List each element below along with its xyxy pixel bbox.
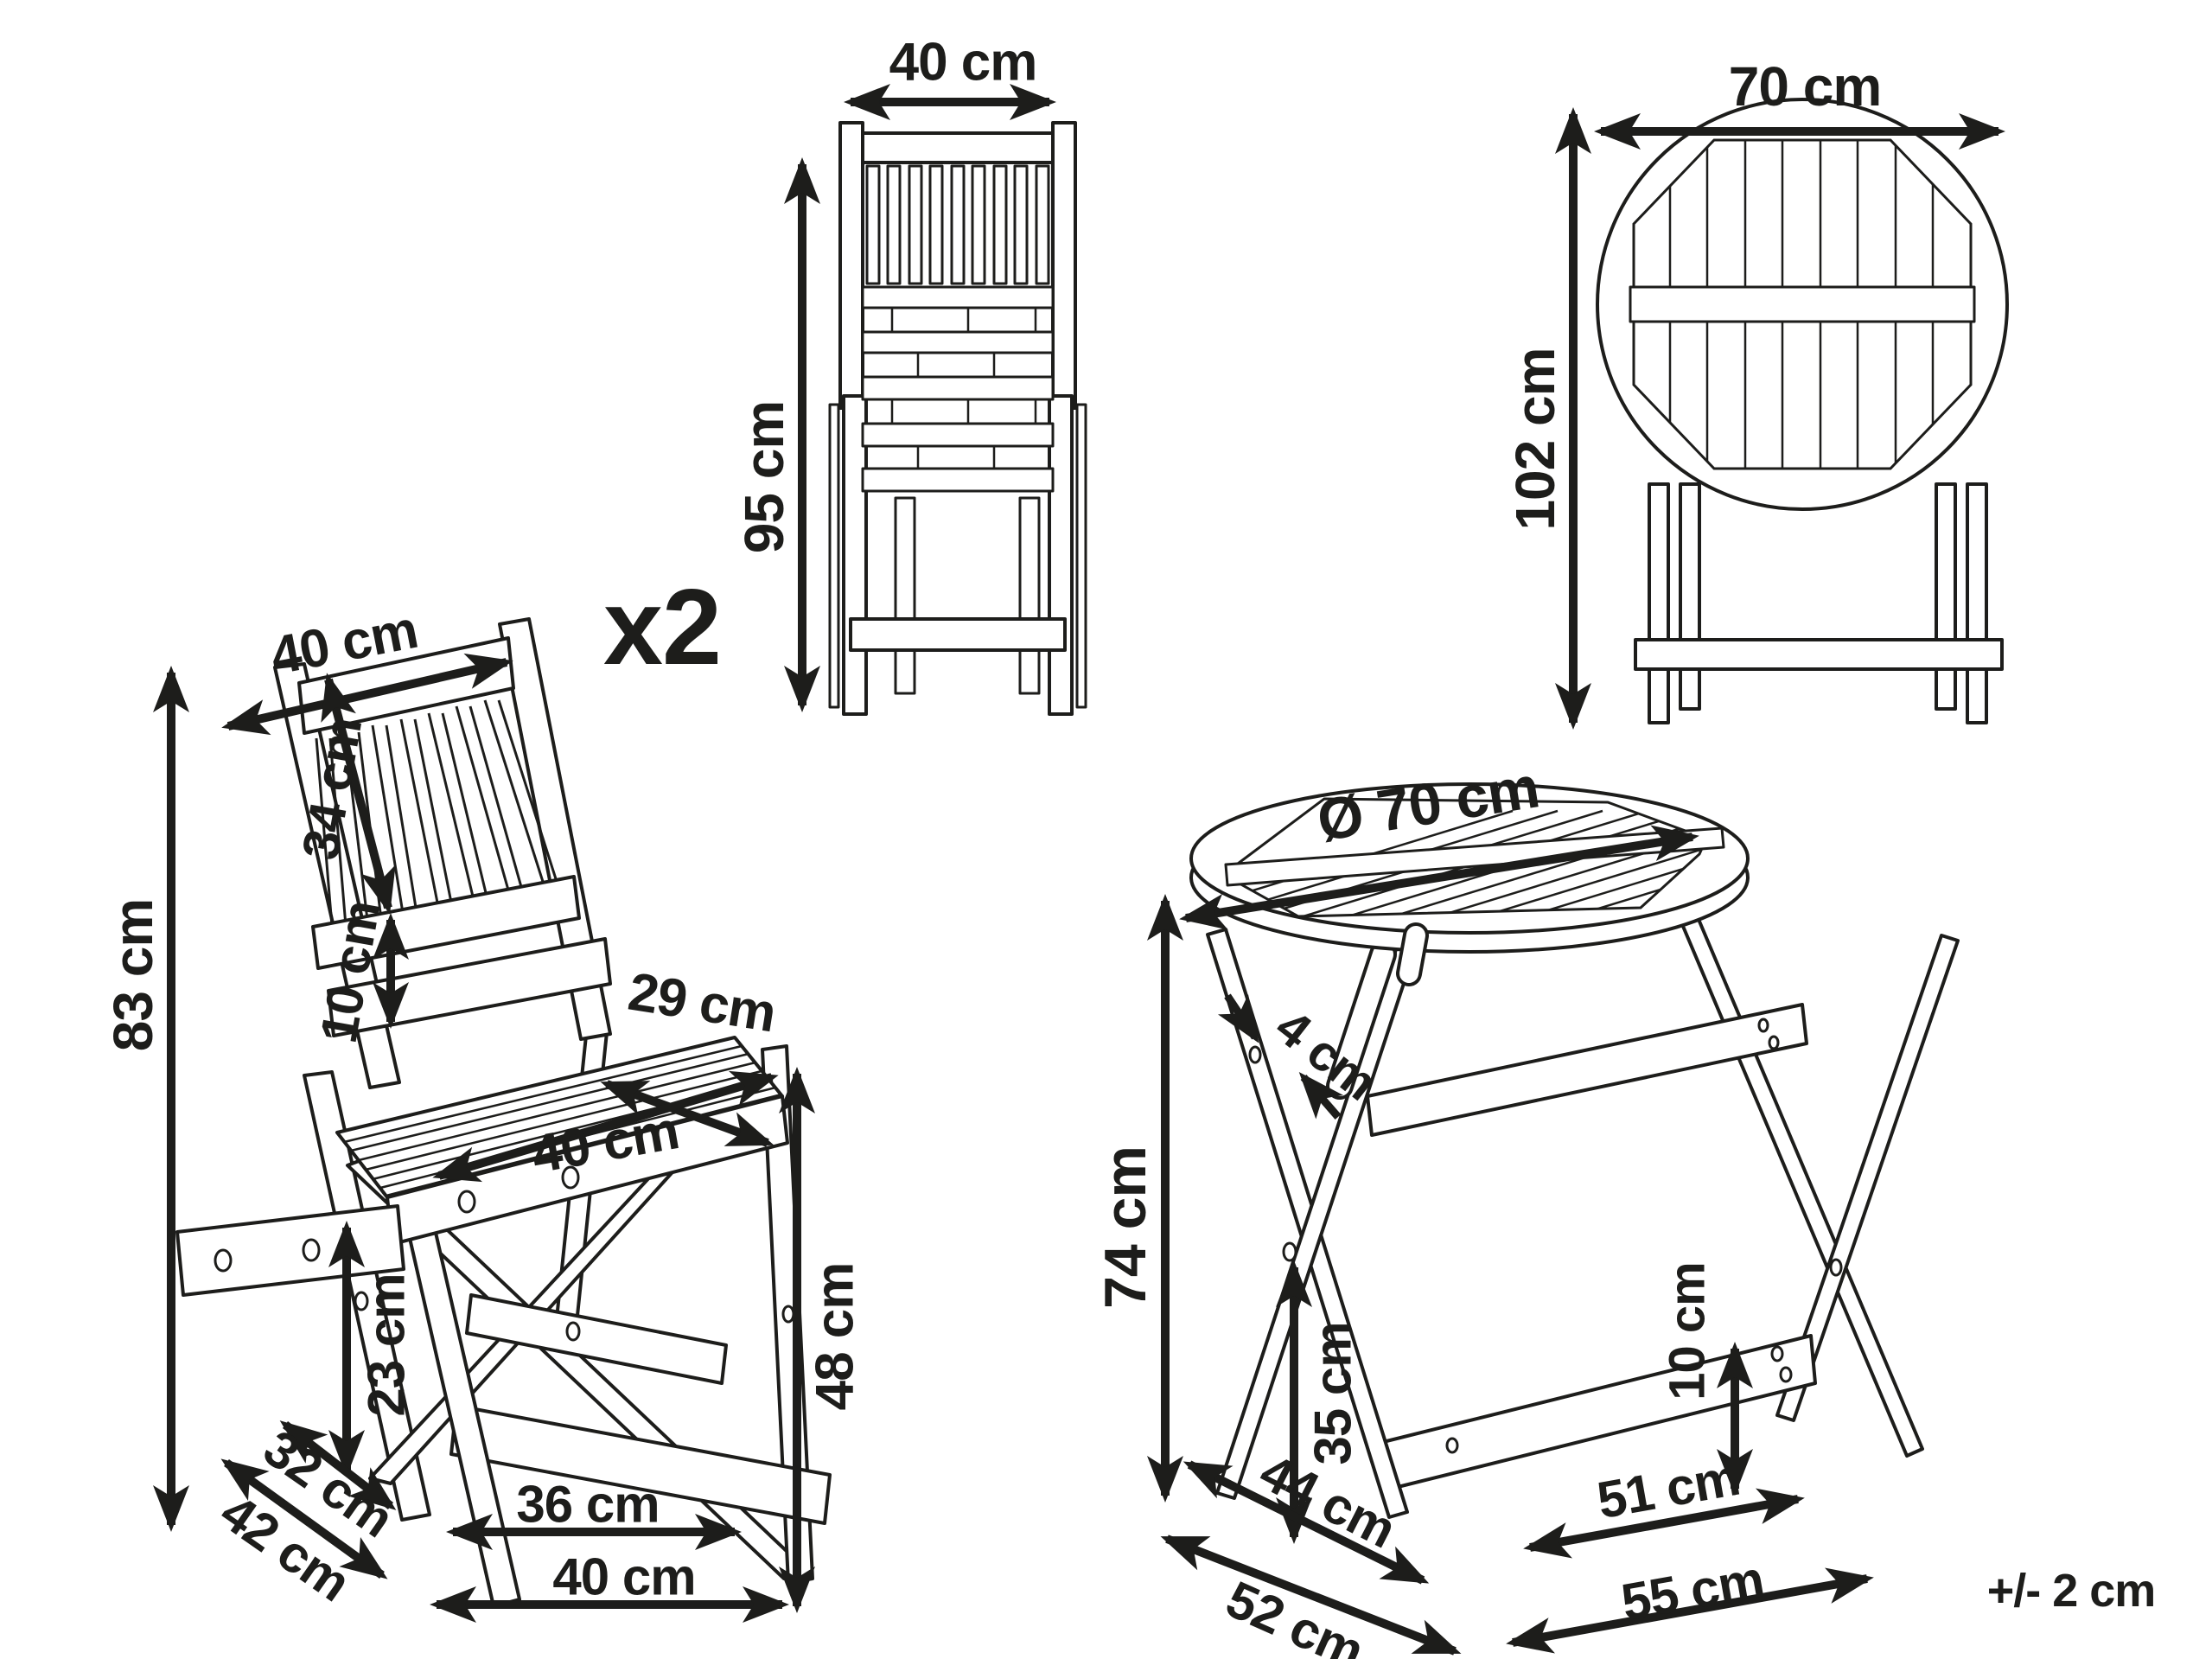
folded-chair-seat-slats (861, 285, 1055, 493)
folded-chair-right-post (1051, 121, 1077, 410)
folded-chair-top-rail (861, 131, 1055, 164)
dim-table-height: 74 cm (1093, 1146, 1158, 1309)
arrow-table-base-width (1506, 1567, 1874, 1654)
dim-folded-table-width: 70 cm (1729, 55, 1881, 118)
dim-chair-height: 83 cm (102, 899, 164, 1051)
dim-chair-stretcher-height: 23 cm (358, 1273, 416, 1416)
table-front-right-leg (1775, 934, 1960, 1422)
dim-chair-seat-height: 48 cm (806, 1263, 865, 1411)
arrow-table-stretcher-width (1523, 1488, 1805, 1559)
dim-table-cross-brace-height: 35 cm (1304, 1322, 1362, 1464)
arrow-table-diameter (1179, 825, 1699, 930)
chair-quantity-label: x2 (603, 568, 721, 687)
table-bottom-stretcher (1381, 1334, 1817, 1491)
chair-bottom-stretcher (449, 1404, 832, 1525)
folded-table-dimensions: 70 cm 102 cm (1504, 55, 2005, 730)
arrow-table-top-thickness-b (1298, 1071, 1344, 1120)
folded-chair-back-slats (865, 164, 1050, 285)
dim-chair-base-inner: 36 cm (516, 1476, 659, 1534)
table-drawing (1189, 782, 1960, 1519)
arrow-chair-backrest-height (321, 673, 396, 915)
folded-table-legs (1634, 482, 2004, 724)
tolerance-note: +/- 2 cm (1987, 1565, 2156, 1617)
folded-table-crossbar (1634, 638, 2004, 671)
table-dimensions: Ø 70 cm 74 cm 4 cm 35 cm 44 cm 52 cm 51 … (1093, 754, 1874, 1659)
folded-chair-outer-left-leg (828, 403, 840, 709)
dim-chair-seat-depth: 29 cm (624, 962, 780, 1044)
folded-chair-bottom-rail (849, 617, 1067, 652)
folded-chair-left-leg (842, 394, 868, 716)
arrow-chair-depth-floor (220, 1458, 388, 1579)
folded-chair-inner-left-leg (894, 496, 916, 695)
folded-table-center-bar (1629, 285, 1976, 323)
dim-chair-base-outer: 40 cm (552, 1548, 695, 1606)
dim-folded-chair-width: 40 cm (889, 33, 1037, 93)
folded-chair-inner-right-leg (1018, 496, 1041, 695)
dim-folded-chair-height: 95 cm (733, 401, 795, 553)
arrow-chair-seat-width (432, 1070, 779, 1183)
folded-chair-drawing (828, 121, 1087, 716)
table-hinge-bracket (1399, 926, 1425, 983)
arrow-table-depth-outer (1160, 1535, 1462, 1656)
chair-upper-stretcher (465, 1293, 728, 1385)
dim-table-stretcher-clearance: 10 cm (1660, 1262, 1716, 1400)
table-folding-latch (1329, 944, 1393, 1096)
folded-chair-left-post (838, 121, 864, 410)
folded-chair-right-leg (1048, 394, 1074, 716)
dim-table-base-width: 55 cm (1617, 1550, 1768, 1632)
arrow-table-top-thickness-a (1218, 993, 1259, 1043)
folded-chair-dimensions: 40 cm 95 cm (733, 33, 1056, 712)
table-support-bar (1366, 1003, 1808, 1137)
dim-folded-table-height: 102 cm (1504, 348, 1566, 530)
folded-chair-outer-right-leg (1075, 403, 1087, 709)
folded-table-drawing (1596, 98, 2009, 724)
